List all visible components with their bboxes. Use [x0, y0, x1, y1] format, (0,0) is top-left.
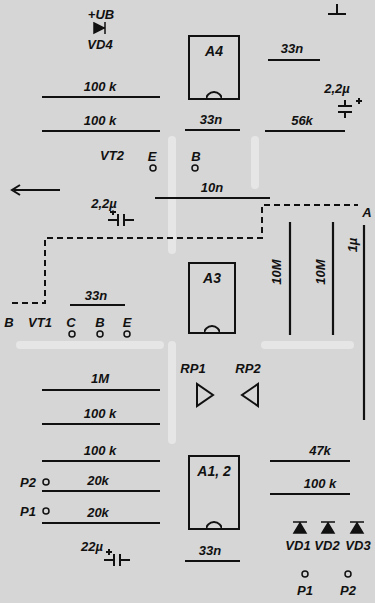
component-label: 56k [290, 113, 314, 128]
component-label: 100 k [83, 79, 118, 94]
component-label: P1 [296, 583, 314, 598]
component-label: VD2 [313, 538, 340, 553]
resistor-bar [42, 522, 160, 524]
component-label: 33n [280, 41, 304, 56]
ic-notch [206, 522, 222, 530]
copper-trace [168, 140, 176, 250]
resistor-bar [42, 423, 160, 425]
component-label: B [94, 315, 105, 330]
component-label: 2,2µ [90, 196, 118, 211]
component-label: VD1 [284, 538, 311, 553]
copper-trace [168, 345, 176, 440]
capacitor-bar [155, 197, 270, 199]
ic-notch [206, 521, 222, 530]
output-arrow [12, 185, 60, 195]
component-label: 10M [313, 258, 328, 285]
ground-symbol [328, 4, 346, 14]
electrolytic-capacitor [108, 209, 134, 226]
component-label: 47k [308, 443, 332, 458]
solder-pad [43, 508, 49, 514]
component-label: P2 [19, 475, 37, 490]
component-label: 20k [86, 473, 110, 488]
ic-outline: A4 [188, 35, 240, 100]
solder-pad [43, 479, 49, 485]
component-label: E [122, 315, 133, 330]
component-label: 100 k [303, 476, 338, 491]
solder-pad [150, 165, 156, 171]
ic-notch [206, 92, 222, 100]
component-label: 1M [90, 371, 110, 386]
diode-symbol [321, 522, 335, 533]
solder-pad [69, 331, 75, 337]
component-label: P1 [19, 504, 37, 519]
diode-symbol [94, 22, 105, 34]
component-label: VD3 [344, 538, 371, 553]
ic-notch [206, 91, 222, 100]
resistor-bar [289, 222, 291, 335]
component-label: VT1 [27, 315, 53, 330]
trimmer-symbol [242, 384, 258, 406]
ic-designator: A4 [205, 43, 223, 59]
component-label: 10n [200, 180, 224, 195]
capacitor-bar [70, 304, 125, 306]
diode-symbol [350, 522, 364, 533]
ic-notch [204, 326, 220, 334]
component-label: 1µ [345, 237, 360, 254]
capacitor-bar [268, 59, 320, 61]
component-label: +UB [87, 7, 115, 22]
ic-notch [204, 325, 220, 334]
capacitor-bar [185, 560, 240, 562]
component-label: B [3, 315, 14, 330]
solder-pad [97, 331, 103, 337]
trimmer-symbol [197, 384, 213, 406]
component-label: A [361, 205, 372, 220]
diode-symbol [293, 522, 307, 533]
resistor-bar [42, 389, 160, 391]
component-label: VD4 [86, 37, 113, 52]
component-label: 100 k [83, 113, 118, 128]
ic-designator: A1, 2 [197, 463, 230, 479]
capacitor-bar [185, 129, 240, 131]
electrolytic-capacitor [104, 549, 130, 566]
component-label: E [147, 149, 158, 164]
solder-pad [124, 331, 130, 337]
copper-trace [265, 341, 350, 349]
component-label: B [190, 149, 201, 164]
component-label: VT2 [99, 148, 125, 163]
resistor-bar [42, 490, 160, 492]
component-label: 10M [269, 258, 284, 285]
ic-outline: A1, 2 [188, 455, 240, 530]
component-label: 33n [199, 112, 223, 127]
component-label: 20k [86, 505, 110, 520]
resistor-bar [270, 493, 350, 495]
resistor-bar [332, 222, 334, 335]
component-label: RP1 [179, 361, 206, 376]
copper-trace [251, 140, 259, 185]
dashed-boundary [12, 205, 358, 303]
resistor-bar [265, 130, 345, 132]
component-label: C [65, 315, 76, 330]
component-label: 100 k [83, 443, 118, 458]
solder-pad [302, 571, 308, 577]
ic-designator: A3 [203, 270, 221, 286]
component-label: 100 k [83, 406, 118, 421]
resistor-bar [42, 130, 160, 132]
resistor-bar [270, 460, 350, 462]
capacitor-bar [363, 225, 365, 420]
resistor-bar [42, 96, 160, 98]
copper-trace [20, 341, 160, 349]
solder-pad [345, 571, 351, 577]
component-label: P2 [339, 583, 357, 598]
electrolytic-capacitor [338, 98, 362, 118]
component-label: 33n [84, 288, 108, 303]
component-label: 22µ [80, 539, 104, 554]
component-label: 2,2µ [323, 81, 351, 96]
resistor-bar [42, 460, 160, 462]
solder-pad [192, 165, 198, 171]
component-label: RP2 [234, 361, 261, 376]
component-label: 33n [198, 543, 222, 558]
ic-outline: A3 [188, 262, 236, 334]
